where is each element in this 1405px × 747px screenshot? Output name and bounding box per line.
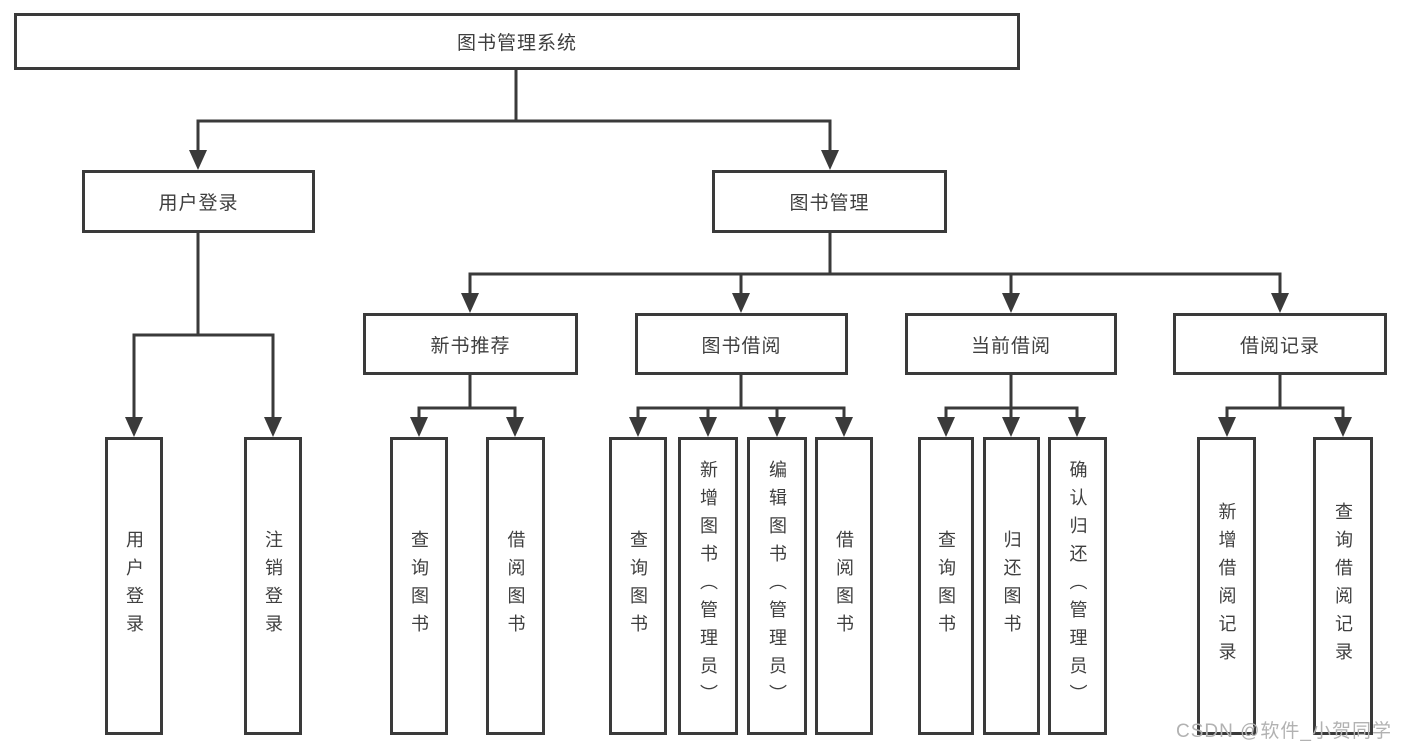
watermark: CSDN @软件_小贺同学 xyxy=(1176,721,1392,742)
connector-userlogin-to-leaves xyxy=(132,231,275,424)
node-leaf-user-login: 用户登录 xyxy=(105,437,163,735)
node-label: 新增图书（管理员） xyxy=(698,460,718,712)
node-leaf-logout: 注销登录 xyxy=(244,437,302,735)
node-bb-borrow-books: 借阅图书 xyxy=(815,437,873,735)
node-book-borrow: 图书借阅 xyxy=(635,313,848,375)
node-label: 查询图书 xyxy=(409,530,429,642)
connector-bookborrow-to-leaves xyxy=(636,373,846,424)
node-label: 归还图书 xyxy=(1001,530,1022,642)
node-nbr-borrow-books: 借阅图书 xyxy=(486,437,545,735)
node-label: 用户登录 xyxy=(124,530,144,642)
node-br-query-record: 查询借阅记录 xyxy=(1313,437,1373,735)
node-user-login: 用户登录 xyxy=(82,170,315,233)
connector-newbook-to-leaves xyxy=(417,373,517,424)
connector-paths xyxy=(132,68,1345,424)
node-nbr-query-books: 查询图书 xyxy=(390,437,448,735)
node-book-management: 图书管理 xyxy=(712,170,947,233)
node-br-add-record: 新增借阅记录 xyxy=(1197,437,1256,735)
node-label: 新增借阅记录 xyxy=(1216,502,1237,670)
node-label: 注销登录 xyxy=(263,530,283,642)
node-cb-confirm-return: 确认归还（管理员） xyxy=(1048,437,1107,735)
node-label: 查询图书 xyxy=(628,530,648,642)
node-bb-add-books: 新增图书（管理员） xyxy=(678,437,738,735)
node-label: 确认归还（管理员） xyxy=(1067,460,1088,712)
node-label: 编辑图书（管理员） xyxy=(767,460,787,712)
node-cb-return-books: 归还图书 xyxy=(983,437,1040,735)
node-cb-query-books: 查询图书 xyxy=(918,437,974,735)
node-label: 借阅图书 xyxy=(834,530,854,642)
node-new-book-recommend: 新书推荐 xyxy=(363,313,578,375)
connector-root-to-level1 xyxy=(196,68,832,157)
node-current-borrow: 当前借阅 xyxy=(905,313,1117,375)
node-label: 查询图书 xyxy=(936,530,956,642)
connector-bookmgmt-to-level2 xyxy=(468,231,1282,300)
node-label: 查询借阅记录 xyxy=(1333,502,1353,670)
arrowheads xyxy=(125,150,1352,437)
connector-currentborrow-to-leaves xyxy=(944,373,1079,424)
node-bb-query-books: 查询图书 xyxy=(609,437,667,735)
node-root: 图书管理系统 xyxy=(14,13,1020,70)
node-borrow-records: 借阅记录 xyxy=(1173,313,1387,375)
node-bb-edit-books: 编辑图书（管理员） xyxy=(747,437,807,735)
node-label: 借阅图书 xyxy=(505,530,526,642)
connector-records-to-leaves xyxy=(1225,373,1345,424)
